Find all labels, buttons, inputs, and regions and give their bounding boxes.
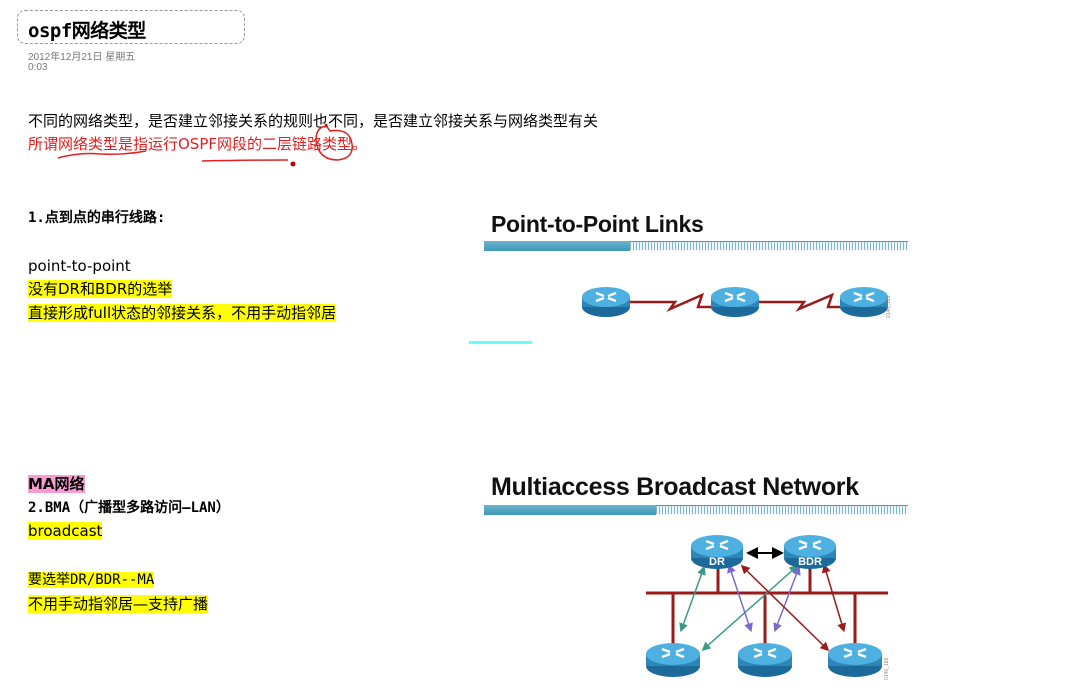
section2-heading: 2.BMA（广播型多路访问—LAN） <box>28 500 230 516</box>
figure2-title-bar <box>484 505 908 515</box>
figure1-diagram <box>582 287 888 317</box>
annotation-dot <box>290 161 296 167</box>
section2-bullet-1: 要选举DR/BDR--MA <box>28 572 155 588</box>
serial-link-1 <box>630 292 718 312</box>
figure1-title: Point-to-Point Links <box>491 211 704 237</box>
router-icon-bdr: BDR <box>784 535 836 569</box>
underline-stroke-2 <box>201 159 289 162</box>
section2-term: broadcast <box>28 522 103 540</box>
router-icon <box>711 287 759 317</box>
router-icon <box>840 287 888 317</box>
arrow-purple-2 <box>773 565 801 633</box>
dr-label: DR <box>709 556 725 568</box>
figure2-id-tag: 0140_188 <box>884 657 890 680</box>
note-title-box[interactable]: ospf网络类型 <box>17 10 245 44</box>
circle-stroke <box>315 123 353 161</box>
router-icon <box>646 643 700 677</box>
note-title: ospf网络类型 <box>28 20 146 42</box>
arrow-red-2 <box>821 563 847 633</box>
figure1-title-bar <box>484 241 908 251</box>
section2-label: MA网络 <box>28 475 85 493</box>
figure2-diagram: DR BDR <box>646 535 888 677</box>
underline-stroke-1 <box>57 150 147 159</box>
section1-bullet-2: 直接形成full状态的邻接关系，不用手动指邻居 <box>28 304 337 322</box>
router-icon <box>828 643 882 677</box>
cyan-marker-line <box>469 341 532 344</box>
arrow-red-1 <box>740 564 830 652</box>
section1-heading: 1.点到点的串行线路: <box>28 210 166 226</box>
router-icon <box>738 643 792 677</box>
figure1-id-tag: 0140_189 <box>886 295 892 318</box>
intro-line-2: 所谓网络类型是指运行OSPF网段的二层链路类型。 <box>28 135 368 153</box>
serial-link-2 <box>758 292 850 312</box>
note-time: 0:03 <box>28 62 48 73</box>
router-icon-dr: DR <box>691 535 743 569</box>
section1-bullet-1: 没有DR和BDR的选举 <box>28 280 173 298</box>
arrow-teal-1 <box>679 565 706 633</box>
bdr-label: BDR <box>798 556 822 568</box>
router-icon <box>582 287 630 317</box>
figure2-title: Multiaccess Broadcast Network <box>491 473 859 501</box>
note-date: 2012年12月21日 星期五 <box>28 52 136 63</box>
section1-term: point-to-point <box>28 257 131 275</box>
section2-bullet-2: 不用手动指邻居—支持广播 <box>28 595 209 613</box>
arrow-purple-1 <box>727 563 753 633</box>
intro-line-1: 不同的网络类型，是否建立邻接关系的规则也不同，是否建立邻接关系与网络类型有关 <box>28 112 599 130</box>
